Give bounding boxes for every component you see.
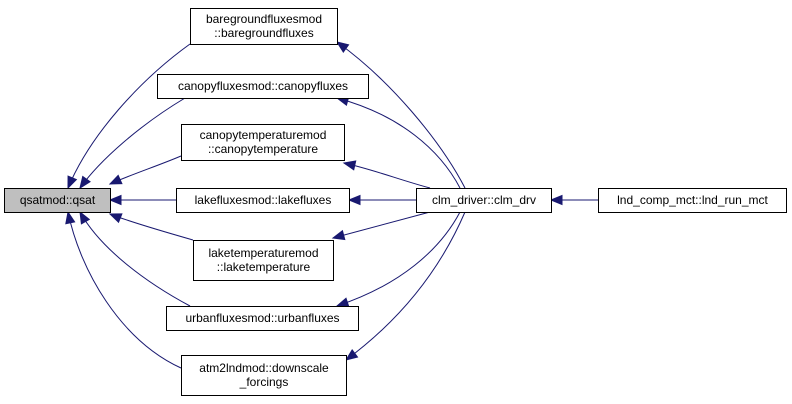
edge-line [67, 43, 191, 189]
node-label: canopyfluxesmod::canopyfluxes [178, 79, 348, 93]
edge-line [336, 41, 466, 189]
edge-clmdrv-to-urbanfluxes [335, 211, 461, 308]
node-label: qsatmod::qsat [20, 193, 96, 207]
edge-canopytemp-to-qsat [108, 155, 182, 185]
node-label: baregroundfluxesmod [206, 12, 322, 26]
node-downscale[interactable]: atm2lndmod::downscale_forcings [181, 355, 347, 396]
node-box[interactable] [598, 188, 787, 213]
node-box[interactable] [190, 8, 338, 45]
edge-line [343, 162, 431, 189]
edge-downscale-to-qsat [65, 210, 182, 369]
edge-canopyfluxes-to-qsat [79, 97, 186, 190]
node-box[interactable] [181, 124, 345, 161]
edge-clmdrv-to-canopyfluxes [335, 95, 461, 189]
edge-arrowhead [549, 194, 563, 206]
edge-lakefluxes-to-qsat [108, 194, 176, 206]
edge-arrowhead [347, 194, 361, 206]
edge-arrowhead [344, 348, 359, 361]
edge-clmdrv-to-laketemp [331, 211, 431, 241]
call-graph-nodes: qsatmod::qsat baregroundfluxesmod::baregr… [4, 8, 787, 396]
edge-line [336, 211, 461, 307]
edge-urbanfluxes-to-qsat [79, 210, 191, 307]
node-label: ::baregroundfluxes [214, 26, 313, 40]
node-lakefluxes[interactable]: lakefluxesmod::lakefluxes [176, 188, 350, 213]
node-clmdrv[interactable]: clm_driver::clm_drv [416, 188, 552, 213]
edge-clmdrv-to-downscale [344, 211, 466, 361]
edge-line [109, 213, 194, 241]
edge-arrowhead [335, 297, 350, 308]
edge-arrowhead [331, 229, 346, 241]
node-label: ::canopytemperature [208, 142, 318, 156]
edge-bareground-to-qsat [67, 43, 191, 190]
node-label: _forcings [239, 375, 289, 389]
node-qsat[interactable]: qsatmod::qsat [4, 188, 111, 213]
edge-clmdrv-to-bareground [335, 41, 466, 189]
node-canopytemp[interactable]: canopytemperaturemod::canopytemperature [181, 124, 345, 161]
edge-laketemp-to-qsat [108, 213, 194, 241]
edge-line [332, 211, 431, 239]
node-label: ::laketemperature [217, 260, 311, 274]
node-box[interactable] [4, 188, 111, 213]
edge-line [67, 211, 182, 369]
node-box[interactable] [181, 355, 347, 396]
node-box[interactable] [176, 188, 350, 213]
edge-arrowhead [79, 210, 91, 225]
node-label: clm_driver::clm_drv [432, 193, 536, 207]
node-label: lnd_comp_mct::lnd_run_mct [617, 193, 768, 207]
edge-arrowhead [108, 194, 122, 206]
edge-arrowhead [342, 160, 357, 171]
node-label: lakefluxesmod::lakefluxes [195, 193, 332, 207]
edge-line [79, 97, 186, 189]
node-box[interactable] [416, 188, 552, 213]
node-label: canopytemperaturemod [200, 128, 327, 142]
node-lndrun[interactable]: lnd_comp_mct::lnd_run_mct [598, 188, 787, 213]
edge-arrowhead [108, 174, 123, 185]
call-graph-edges [65, 41, 598, 369]
edge-arrowhead [67, 175, 78, 190]
edge-arrowhead [79, 175, 91, 190]
node-bareground[interactable]: baregroundfluxesmod::baregroundfluxes [190, 8, 338, 45]
node-box[interactable] [157, 74, 369, 99]
node-laketemp[interactable]: laketemperaturemod::laketemperature [193, 240, 334, 281]
edge-line [336, 97, 461, 189]
edge-arrowhead [65, 210, 76, 225]
node-label: urbanfluxesmod::urbanfluxes [185, 311, 339, 325]
node-label: atm2lndmod::downscale [199, 361, 329, 375]
node-urbanfluxes[interactable]: urbanfluxesmod::urbanfluxes [166, 306, 359, 331]
node-box[interactable] [193, 240, 334, 281]
node-box[interactable] [166, 306, 359, 331]
edge-lndrun-to-clmdrv [549, 194, 598, 206]
edge-arrowhead [108, 213, 123, 224]
node-canopyfluxes[interactable]: canopyfluxesmod::canopyfluxes [157, 74, 369, 99]
edge-clmdrv-to-lakefluxes [347, 194, 416, 206]
edge-line [79, 211, 191, 307]
edge-line [345, 211, 466, 361]
node-label: laketemperaturemod [208, 246, 318, 260]
edge-clmdrv-to-canopytemp [342, 160, 431, 189]
edge-arrowhead [335, 41, 350, 53]
